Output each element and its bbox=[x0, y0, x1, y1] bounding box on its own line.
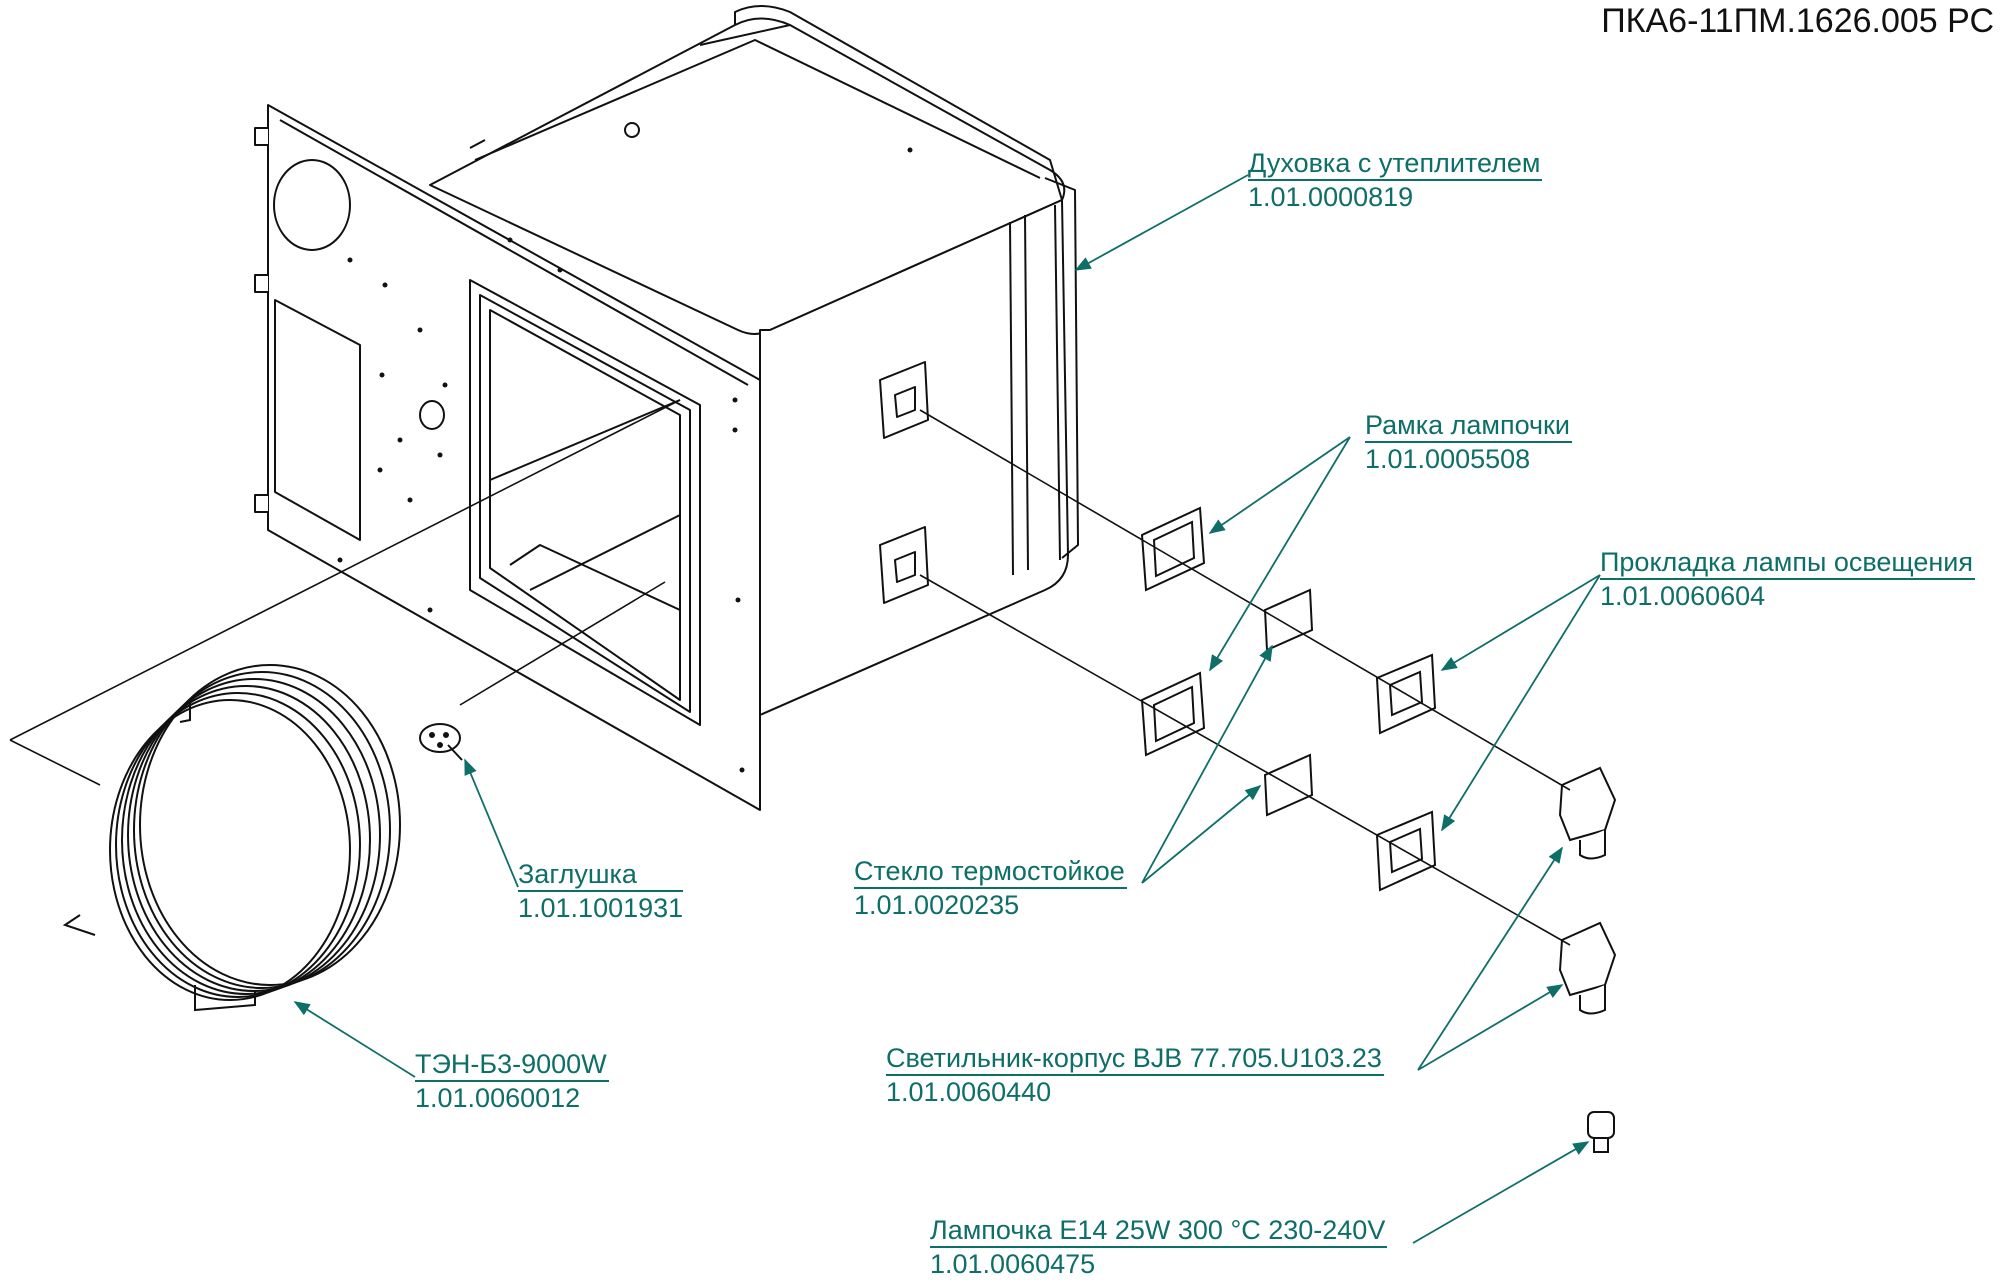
callout-bulb: Лампочка Е14 25W 300 °С 230-240V 1.01.00… bbox=[930, 1214, 1388, 1280]
heater-ring bbox=[62, 664, 401, 1012]
callout-lamp-housing-part-number: 1.01.0060440 bbox=[886, 1077, 1052, 1107]
callout-lamp-frame-part-number: 1.01.0005508 bbox=[1365, 444, 1531, 474]
callout-gasket-part-number: 1.01.0060604 bbox=[1600, 581, 1766, 611]
callout-plug-name: Заглушка bbox=[518, 858, 684, 892]
callout-oven-part-number: 1.01.0000819 bbox=[1248, 182, 1414, 212]
callout-gasket-name: Прокладка лампы освещения bbox=[1600, 546, 1975, 580]
leader-lines bbox=[293, 174, 1601, 1244]
callout-lamp-housing: Светильник-корпус BJB 77.705.U103.23 1.0… bbox=[886, 1042, 1384, 1108]
callout-plug: Заглушка 1.01.1001931 bbox=[518, 858, 684, 924]
callout-oven-name: Духовка с утеплителем bbox=[1248, 147, 1543, 181]
document-code: ПКА6-11ПМ.1626.005 РС bbox=[1601, 2, 1994, 40]
lamp-frames bbox=[1140, 506, 1206, 757]
plug-part bbox=[419, 723, 463, 761]
bulb-part bbox=[1587, 1111, 1615, 1153]
callout-gasket: Прокладка лампы освещения 1.01.0060604 bbox=[1600, 546, 1975, 612]
callout-heater: ТЭН-Б3-9000W 1.01.0060012 bbox=[415, 1048, 609, 1114]
callout-lamp-frame: Рамка лампочки 1.01.0005508 bbox=[1365, 409, 1572, 475]
gaskets bbox=[1375, 653, 1437, 892]
callout-glass-name: Стекло термостойкое bbox=[854, 855, 1127, 889]
callout-heater-name: ТЭН-Б3-9000W bbox=[415, 1048, 609, 1082]
glass-panels bbox=[1263, 588, 1314, 817]
callout-glass: Стекло термостойкое 1.01.0020235 bbox=[854, 855, 1127, 921]
callout-oven: Духовка с утеплителем 1.01.0000819 bbox=[1248, 147, 1543, 213]
callout-plug-part-number: 1.01.1001931 bbox=[518, 893, 684, 923]
callout-glass-part-number: 1.01.0020235 bbox=[854, 890, 1020, 920]
callout-lamp-frame-name: Рамка лампочки bbox=[1365, 409, 1572, 443]
callout-bulb-name: Лампочка Е14 25W 300 °С 230-240V bbox=[930, 1214, 1388, 1248]
callout-bulb-part-number: 1.01.0060475 bbox=[930, 1249, 1096, 1279]
oven-body bbox=[429, 5, 1079, 716]
callout-heater-part-number: 1.01.0060012 bbox=[415, 1083, 581, 1113]
lamp-housings bbox=[1558, 766, 1617, 1015]
assembly-lines bbox=[9, 399, 1571, 946]
panel-holes bbox=[337, 147, 913, 773]
front-panel bbox=[254, 104, 761, 811]
callout-lamp-housing-name: Светильник-корпус BJB 77.705.U103.23 bbox=[886, 1042, 1384, 1076]
